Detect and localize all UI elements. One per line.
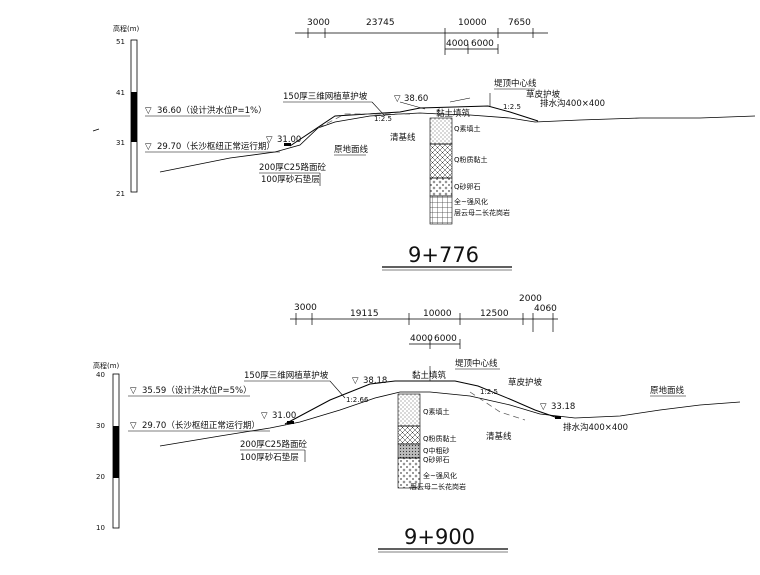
water-levels: ▽ 35.59（设计洪水位P=5%） ▽ 29.70（长沙枢纽正常运行期）: [128, 385, 270, 432]
original-ground-line: [159, 112, 756, 173]
dim-label: 3000: [307, 18, 330, 28]
label-clearing-line: 清基线: [390, 132, 416, 143]
dim-label: 4060: [534, 304, 557, 314]
axis-tick: 51: [116, 38, 125, 46]
axis-tick: 30: [96, 422, 105, 430]
water-level-normal: 29.70（长沙枢纽正常运行期）: [157, 141, 275, 152]
slope-ratio: 1:2.66: [346, 396, 369, 404]
slope-ratio: 1:2.5: [503, 103, 521, 111]
axis-title: 高程(m): [93, 361, 120, 370]
axis-tick: 40: [96, 371, 105, 379]
label-slope-protection: 150厚三维网植草护坡: [244, 370, 329, 381]
soil-layer-label: Q素填土: [423, 407, 450, 416]
soil-layer-label: Q砂卵石: [454, 182, 481, 191]
dim-label: 6000: [434, 334, 457, 344]
soil-layer-label: 层云母二长花岗岩: [410, 482, 466, 491]
dim-label: 2000: [519, 294, 542, 304]
elevation-marker: ▽: [261, 411, 268, 421]
section-9-776: 高程(m) 51 41 31 21 3000 23745 10000 7650 …: [92, 18, 756, 271]
elevation-marker: ▽: [352, 376, 359, 386]
dimension-lines: [295, 28, 548, 55]
axis-tick: 21: [116, 190, 125, 198]
elevation-marker: ▽: [394, 94, 401, 104]
soil-layer-label: Q中粗砂: [423, 446, 450, 455]
original-ground-line: [159, 391, 741, 447]
label-grass-slope: 草皮护坡: [526, 89, 561, 100]
dim-label: 23745: [366, 18, 395, 28]
dim-label: 6000: [471, 39, 494, 49]
water-level-design: 36.60（设计洪水位P=1%）: [157, 105, 267, 116]
slope-ratio: 1:2.5: [480, 388, 498, 396]
soil-layer-label: 全~强风化: [454, 197, 488, 206]
water-level-marker: ▽: [145, 142, 152, 152]
elevation-crest: 38.18: [363, 376, 387, 386]
slope-ratio: 1:2.5: [374, 115, 392, 123]
dim-label: 10000: [458, 18, 487, 28]
elevation-road: 31.00: [272, 411, 296, 421]
label-clay-fill: 黏土填筑: [436, 108, 471, 119]
elevation-drain: 33.18: [551, 402, 575, 412]
label-slope-protection: 150厚三维网植草护坡: [283, 91, 368, 102]
axis-title: 高程(m): [113, 24, 140, 33]
dike-profile: [289, 105, 539, 147]
section-9-900: 高程(m) 40 30 20 10 3000 19115 10000 12500…: [93, 294, 741, 553]
section-title: 9+900: [404, 525, 475, 549]
elevation-road: 31.00: [277, 135, 301, 145]
label-drain: 排水沟400×400: [540, 98, 605, 109]
label-road-concrete: 200厚C25路面砼: [259, 162, 326, 173]
label-road-concrete: 200厚C25路面砼: [240, 439, 307, 450]
axis-tick: 41: [116, 89, 125, 97]
borehole-log: Q素填土 Q粉质黏土 Q砂卵石 全~强风化 层云母二长花岗岩: [429, 117, 510, 225]
dim-label: 4000: [410, 334, 433, 344]
elevation-marker: ▽: [540, 402, 547, 412]
borehole-log: Q素填土 Q粉质黏土 Q中粗砂 Q砂卵石 全~强风化 层云母二长花岗岩: [397, 393, 466, 491]
dimension-lines: [290, 313, 558, 349]
axis-tick: 20: [96, 473, 105, 481]
water-level-design: 35.59（设计洪水位P=5%）: [142, 385, 252, 396]
dim-label: 4000: [446, 39, 469, 49]
axis-tick: 10: [96, 524, 105, 532]
soil-layer-label: Q粉质黏土: [423, 434, 457, 443]
elevation-marker: ▽: [266, 135, 273, 145]
label-original-ground: 原地面线: [650, 385, 685, 396]
elevation-crest: 38.60: [404, 94, 428, 104]
label-clay-fill: 黏土填筑: [412, 370, 447, 381]
soil-layer-label: Q粉质黏土: [454, 155, 488, 164]
label-road-base: 100厚砂石垫层: [240, 452, 299, 463]
section-title: 9+776: [408, 243, 479, 267]
dim-label: 12500: [480, 309, 509, 319]
water-level-marker: ▽: [130, 421, 137, 431]
water-level-marker: ▽: [130, 386, 137, 396]
water-level-marker: ▽: [145, 106, 152, 116]
soil-layer-label: Q素填土: [454, 124, 481, 133]
dim-label: 3000: [294, 303, 317, 313]
soil-layer-label: 全~强风化: [423, 471, 457, 480]
clearing-line: [317, 113, 410, 129]
dim-label: 7650: [508, 18, 531, 28]
label-clearing-line: 清基线: [486, 431, 512, 442]
dim-label: 19115: [350, 309, 379, 319]
dike-profile: [284, 380, 559, 425]
elevation-scale: 高程(m) 51 41 31 21: [92, 24, 140, 198]
label-grass-slope: 草皮护坡: [508, 377, 543, 388]
label-road-base: 100厚砂石垫层: [261, 174, 320, 185]
soil-layer-label: Q砂卵石: [423, 455, 450, 464]
label-drain: 排水沟400×400: [563, 422, 628, 433]
label-original-ground: 原地面线: [334, 144, 369, 155]
dim-label: 10000: [423, 309, 452, 319]
elevation-scale: 高程(m) 40 30 20 10: [93, 361, 120, 532]
soil-layer-label: 层云母二长花岗岩: [454, 208, 510, 217]
clearing-line: [469, 391, 526, 421]
water-level-normal: 29.70（长沙枢纽正常运行期）: [142, 420, 260, 431]
label-dike-centerline: 堤顶中心线: [455, 358, 498, 369]
axis-tick: 31: [116, 139, 125, 147]
water-levels: ▽ 36.60（设计洪水位P=1%） ▽ 29.70（长沙枢纽正常运行期）: [145, 105, 280, 153]
label-dike-centerline: 堤顶中心线: [494, 78, 537, 89]
